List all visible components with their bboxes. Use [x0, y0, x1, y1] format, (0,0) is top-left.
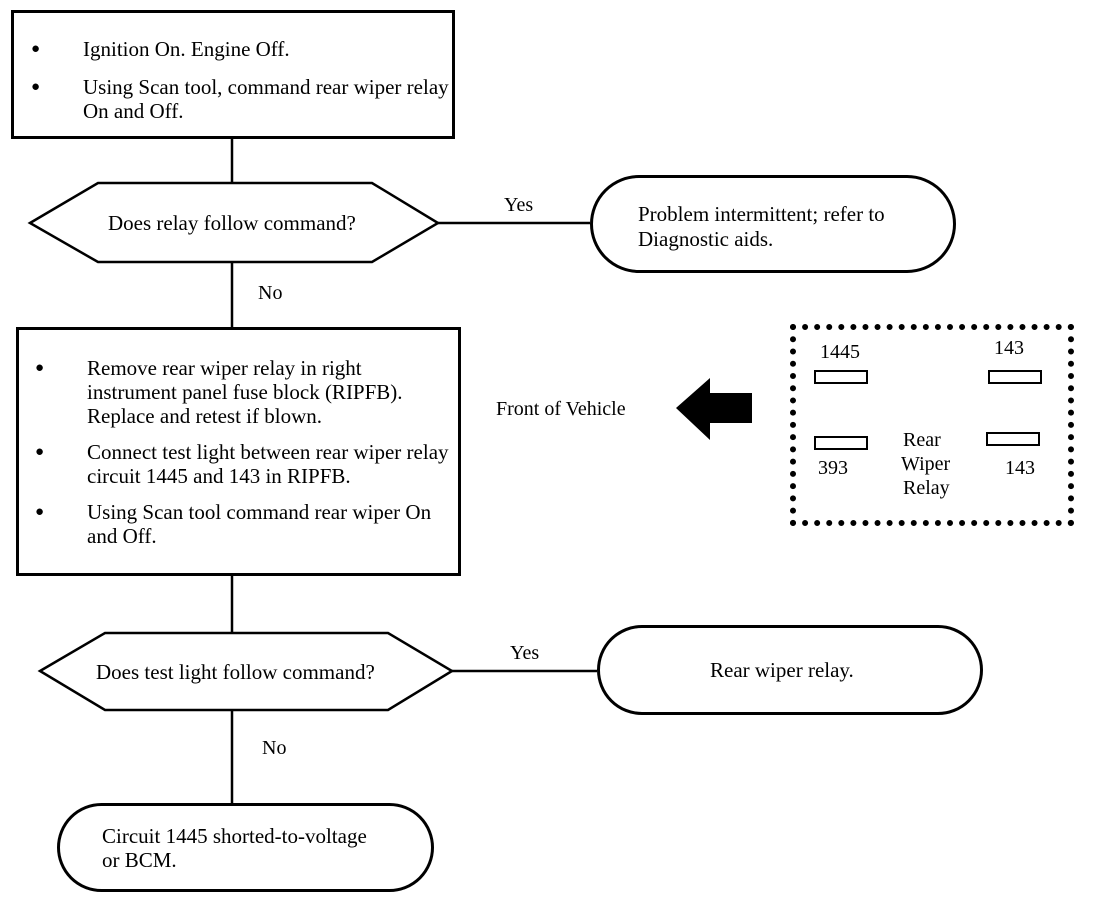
result-oval-3: Circuit 1445 shorted-to-voltage or BCM.: [57, 803, 434, 892]
result1-line1: Problem intermittent; refer to: [638, 202, 885, 226]
d1-no-label: No: [258, 282, 283, 304]
decision-1-text: Does relay follow command?: [108, 211, 356, 235]
step1-bullet-1: Ignition On. Engine Off.: [31, 37, 453, 61]
result-oval-1: Problem intermittent; refer to Diagnosti…: [590, 175, 956, 273]
terminal-label-top-right: 143: [994, 337, 1024, 359]
decision-2-text: Does test light follow command?: [96, 660, 375, 684]
terminal-label-top-left: 1445: [820, 341, 860, 363]
step-box-1: Ignition On. Engine Off. Using Scan tool…: [11, 10, 455, 139]
decision-diamond-2: [37, 631, 455, 712]
relay-center-line-1: Rear: [903, 429, 941, 451]
result-oval-2: Rear wiper relay.: [597, 625, 983, 715]
decision-diamond-1: [27, 181, 441, 264]
terminal-label-bottom-right: 143: [1005, 457, 1035, 479]
relay-diagram: [790, 324, 1074, 526]
relay-center-line-2: Wiper: [901, 453, 951, 475]
result3-line1: Circuit 1445 shorted-to-voltage: [102, 824, 367, 848]
terminal-slot-bottom-left: [814, 436, 868, 450]
result2-text: Rear wiper relay.: [710, 658, 854, 682]
terminal-slot-top-left: [814, 370, 868, 384]
d2-yes-label: Yes: [510, 642, 540, 664]
result1-line2: Diagnostic aids.: [638, 227, 774, 251]
step2-bullet-1: Remove rear wiper relay in right instrum…: [35, 356, 451, 428]
terminal-slot-top-right: [988, 370, 1042, 384]
result3-line2: or BCM.: [102, 848, 177, 872]
step-box-2: Remove rear wiper relay in right instrum…: [16, 327, 461, 576]
terminal-slot-bottom-right: [986, 432, 1040, 446]
step2-bullet-3: Using Scan tool command rear wiper On an…: [35, 500, 451, 548]
front-arrow: [676, 378, 752, 440]
step2-bullet-2: Connect test light between rear wiper re…: [35, 440, 451, 488]
d1-yes-label: Yes: [504, 194, 534, 216]
terminal-label-bottom-left: 393: [818, 457, 848, 479]
relay-center-line-3: Relay: [903, 477, 950, 499]
d2-no-label: No: [262, 737, 287, 759]
step1-bullet-2: Using Scan tool, command rear wiper rela…: [31, 75, 453, 123]
front-of-vehicle-label: Front of Vehicle: [496, 398, 626, 420]
